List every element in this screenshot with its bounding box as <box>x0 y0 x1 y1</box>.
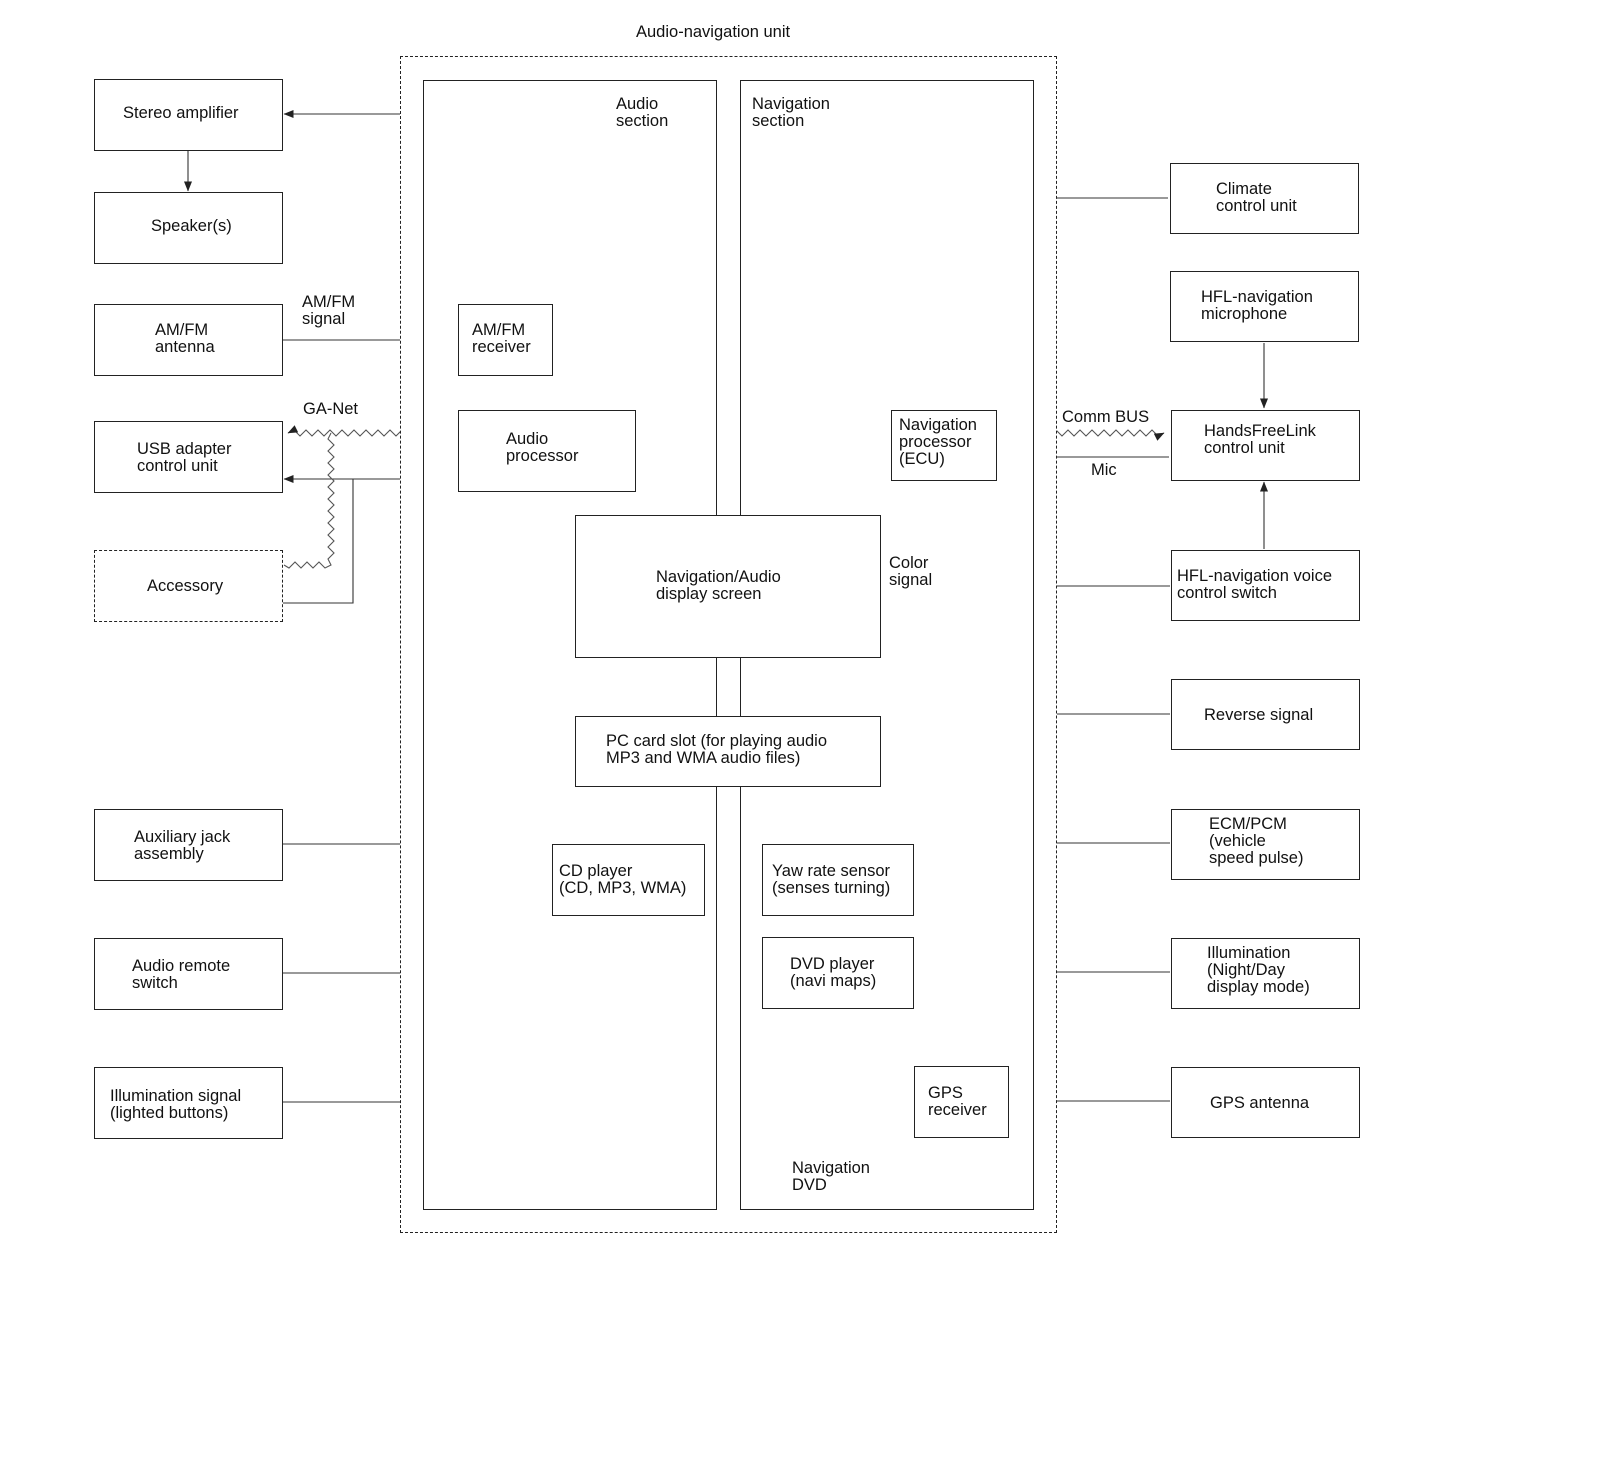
cd-player-label: CD player (CD, MP3, WMA) <box>559 862 687 897</box>
audio-section-label: Audio section <box>616 95 669 130</box>
illumination-mode-label: Illumination (Night/Day display mode) <box>1207 944 1310 996</box>
climate-control-label: Climate control unit <box>1216 180 1297 215</box>
stereo-amplifier-label: Stereo amplifier <box>123 104 239 122</box>
comm-bus-label: Comm BUS <box>1062 408 1150 426</box>
aux-jack-box: Auxiliary jack assembly <box>94 809 283 881</box>
gps-receiver-box: GPS receiver <box>914 1066 1009 1138</box>
cd-player-box: CD player (CD, MP3, WMA) <box>552 844 705 916</box>
line-accessory-to-usb <box>282 479 354 604</box>
pc-card-slot-box: PC card slot (for playing audio MP3 and … <box>575 716 881 787</box>
audio-processor-label: Audio processor <box>506 430 579 465</box>
ga-net-accessory-branch <box>283 432 335 569</box>
navigation-processor-box: Navigation processor (ECU) <box>891 410 997 481</box>
ecm-pcm-box: ECM/PCM (vehicle speed pulse) <box>1171 809 1360 880</box>
hfl-microphone-label: HFL-navigation microphone <box>1201 288 1313 323</box>
audio-remote-label: Audio remote switch <box>132 957 231 992</box>
handsfreelink-label: HandsFreeLink control unit <box>1204 422 1316 457</box>
color-signal-label: Color signal <box>889 554 933 589</box>
usb-adapter-box: USB adapter control unit <box>94 421 283 493</box>
dvd-player-box: DVD player (navi maps) <box>762 937 914 1009</box>
illumination-signal-label: Illumination signal (lighted buttons) <box>110 1087 242 1122</box>
hfl-voice-switch-label: HFL-navigation voice control switch <box>1177 567 1332 602</box>
audio-remote-box: Audio remote switch <box>94 938 283 1010</box>
amfm-receiver-box: AM/FM receiver <box>458 304 553 376</box>
climate-control-box: Climate control unit <box>1170 163 1359 234</box>
accessory-label: Accessory <box>147 577 224 595</box>
amfm-receiver-label: AM/FM receiver <box>472 321 531 356</box>
unit-title: Audio-navigation unit <box>636 23 791 41</box>
gps-receiver-label: GPS receiver <box>928 1084 987 1119</box>
reverse-signal-box: Reverse signal <box>1171 679 1360 750</box>
amfm-antenna-label: AM/FM antenna <box>155 321 215 356</box>
amfm-antenna-box: AM/FM antenna <box>94 304 283 376</box>
navigation-dvd-label: Navigation DVD <box>792 1159 870 1194</box>
stereo-amplifier-box: Stereo amplifier <box>94 79 283 151</box>
illumination-mode-box: Illumination (Night/Day display mode) <box>1171 938 1360 1009</box>
aux-jack-label: Auxiliary jack assembly <box>134 828 231 863</box>
yaw-rate-sensor-box: Yaw rate sensor (senses turning) <box>762 844 914 916</box>
dvd-player-label: DVD player (navi maps) <box>790 955 877 990</box>
amfm-signal-label: AM/FM signal <box>302 293 356 328</box>
hfl-microphone-box: HFL-navigation microphone <box>1170 271 1359 342</box>
display-screen-label: Navigation/Audio display screen <box>656 568 781 603</box>
hfl-voice-switch-box: HFL-navigation voice control switch <box>1171 550 1360 621</box>
navigation-section-label: Navigation section <box>752 95 830 130</box>
gps-antenna-box: GPS antenna <box>1171 1067 1360 1138</box>
reverse-signal-label: Reverse signal <box>1204 706 1314 724</box>
handsfreelink-box: HandsFreeLink control unit <box>1171 410 1360 481</box>
display-screen-box: Navigation/Audio display screen <box>575 515 881 658</box>
usb-adapter-label: USB adapter control unit <box>137 440 232 475</box>
ga-net-label: GA-Net <box>303 400 359 418</box>
accessory-box: Accessory <box>94 550 283 622</box>
speakers-box: Speaker(s) <box>94 192 283 264</box>
illumination-signal-box: Illumination signal (lighted buttons) <box>94 1067 283 1139</box>
yaw-rate-sensor-label: Yaw rate sensor (senses turning) <box>772 862 891 897</box>
audio-processor-box: Audio processor <box>458 410 636 492</box>
speakers-label: Speaker(s) <box>151 217 232 235</box>
ecm-pcm-label: ECM/PCM (vehicle speed pulse) <box>1209 815 1304 867</box>
mic-label: Mic <box>1091 461 1117 479</box>
gps-antenna-label: GPS antenna <box>1210 1094 1310 1112</box>
navigation-processor-label: Navigation processor (ECU) <box>899 416 977 468</box>
pc-card-slot-label: PC card slot (for playing audio MP3 and … <box>606 732 828 767</box>
